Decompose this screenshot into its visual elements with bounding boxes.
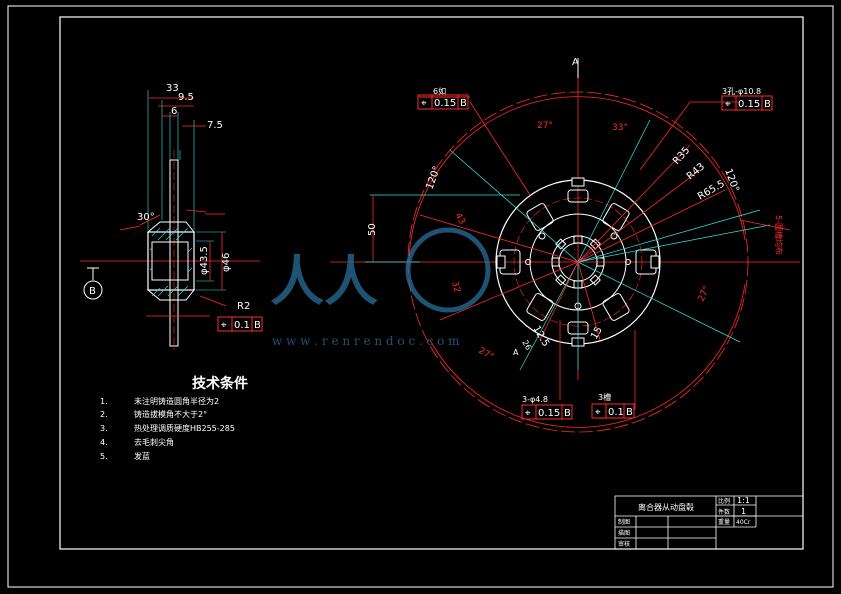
callout-4-datum: B bbox=[626, 407, 633, 418]
callout-2-tol: 0.15 bbox=[738, 99, 760, 110]
dim-26: 26 bbox=[520, 339, 533, 352]
callout-3-datum: B bbox=[564, 408, 571, 419]
dim-angle-27-top: 27° bbox=[537, 121, 553, 131]
callout-3-symbol: ⌖ bbox=[525, 408, 531, 419]
title-block-scale-label: 比例 bbox=[718, 497, 730, 505]
callout-3-tol: 0.15 bbox=[538, 408, 560, 419]
section-view-left: 33 9.5 6 7.5 30° φ43.5 φ46 R2 B bbox=[80, 83, 260, 350]
note-1-num: 1. bbox=[100, 397, 108, 406]
fcf-left-datum: B bbox=[254, 320, 261, 331]
note-4-num: 4. bbox=[100, 438, 108, 447]
callout-1: 6如 ⌖ 0.15 B bbox=[417, 86, 470, 110]
fcf-left-tol: 0.1 bbox=[234, 320, 250, 331]
note-5-text: 发蓝 bbox=[134, 451, 150, 461]
dim-r43: R43 bbox=[685, 161, 707, 182]
dim-dia-43-5: φ43.5 bbox=[199, 246, 210, 275]
notes-title: 技术条件 bbox=[192, 375, 248, 392]
dim-43: 43 bbox=[452, 212, 466, 227]
dim-angle-120-right: 120° bbox=[722, 167, 741, 193]
dim-angle-27-right: 27° bbox=[697, 285, 713, 304]
title-block-qty-label: 件数 bbox=[718, 508, 730, 516]
dim-32: 32 bbox=[449, 280, 462, 294]
callout-1-datum: B bbox=[460, 98, 467, 109]
watermark-url: w w w . r e n r e n d o c . c o m bbox=[272, 334, 460, 348]
dim-angle-33-top: 33° bbox=[612, 123, 628, 133]
side-note-slots: 5-圆槽均布 bbox=[774, 215, 784, 255]
watermark-logo-text: 人人 bbox=[270, 249, 378, 313]
dim-dia-46: φ46 bbox=[221, 253, 232, 272]
title-block-material: 40Cr bbox=[736, 519, 751, 526]
title-block-part-name: 离合器从动盘毂 bbox=[638, 502, 694, 512]
outer-border bbox=[7, 5, 834, 588]
section-label-a-top: A bbox=[572, 57, 579, 68]
note-3-text: 热处理调质硬度HB255-285 bbox=[134, 423, 235, 433]
callout-4-symbol: ⌖ bbox=[595, 407, 601, 418]
note-1-text: 未注明铸造圆角半径为2 bbox=[134, 396, 219, 406]
callout-2-datum: B bbox=[764, 99, 771, 110]
dim-angle-30: 30° bbox=[137, 212, 155, 223]
title-block-row-3: 审核 bbox=[618, 540, 630, 548]
callout-4-tol: 0.1 bbox=[608, 407, 624, 418]
title-block-scale-value: 1:1 bbox=[737, 496, 750, 505]
note-5-num: 5. bbox=[100, 452, 108, 461]
callout-4: 3槽 ⌖ 0.1 B bbox=[591, 392, 635, 419]
callout-2: 3孔-φ10.8 ⌖ 0.15 B bbox=[721, 87, 773, 111]
dim-r35: R35 bbox=[671, 145, 692, 167]
title-block-row-1: 制图 bbox=[618, 518, 630, 526]
callout-1-label: 6如 bbox=[433, 86, 446, 96]
callout-4-label: 3槽 bbox=[598, 392, 611, 402]
callout-3-label: 3-φ4.8 bbox=[522, 395, 548, 404]
note-2-text: 铸造拔模角不大于2° bbox=[134, 409, 207, 419]
watermark: 人人 w w w . r e n r e n d o c . c o m bbox=[270, 227, 491, 348]
dim-15: 15 bbox=[589, 325, 605, 342]
dim-6: 6 bbox=[171, 106, 177, 117]
title-block-row-2: 描图 bbox=[618, 529, 630, 537]
title-block bbox=[614, 495, 804, 550]
callout-2-label: 3孔-φ10.8 bbox=[722, 87, 761, 96]
dim-r2: R2 bbox=[237, 301, 250, 312]
title-block-qty-value: 1 bbox=[741, 507, 746, 516]
title-block-weight-label: 重量 bbox=[718, 518, 730, 526]
dim-33: 33 bbox=[166, 83, 179, 94]
dim-50: 50 bbox=[367, 223, 378, 236]
dim-angle-27-bottom: 27° bbox=[477, 346, 496, 363]
note-2-num: 2. bbox=[100, 410, 108, 419]
datum-b-label: B bbox=[89, 286, 96, 297]
dim-angle-120-left: 120° bbox=[424, 165, 443, 191]
dim-7-5: 7.5 bbox=[207, 120, 223, 131]
front-view-disc: A A 50 43 32 R35 R43 R65.5 120° 120° 27°… bbox=[330, 57, 800, 433]
section-label-a-bottom: A bbox=[513, 348, 519, 357]
callout-1-symbol: ⌖ bbox=[421, 98, 427, 109]
fcf-left: ⌖ 0.1 B bbox=[217, 316, 263, 332]
callout-3: 3-φ4.8 ⌖ 0.15 B bbox=[521, 395, 573, 420]
dim-r65-5: R65.5 bbox=[696, 178, 727, 202]
callout-2-symbol: ⌖ bbox=[725, 99, 731, 110]
technical-notes: 技术条件 1. 未注明铸造圆角半径为2 2. 铸造拔模角不大于2° 3. 热处理… bbox=[100, 375, 248, 461]
inner-border bbox=[59, 16, 804, 550]
fcf-left-symbol: ⌖ bbox=[221, 320, 227, 331]
callout-1-tol: 0.15 bbox=[434, 98, 456, 109]
note-4-text: 去毛刺尖角 bbox=[134, 437, 174, 447]
dim-9-5: 9.5 bbox=[178, 92, 194, 103]
note-3-num: 3. bbox=[100, 424, 108, 433]
